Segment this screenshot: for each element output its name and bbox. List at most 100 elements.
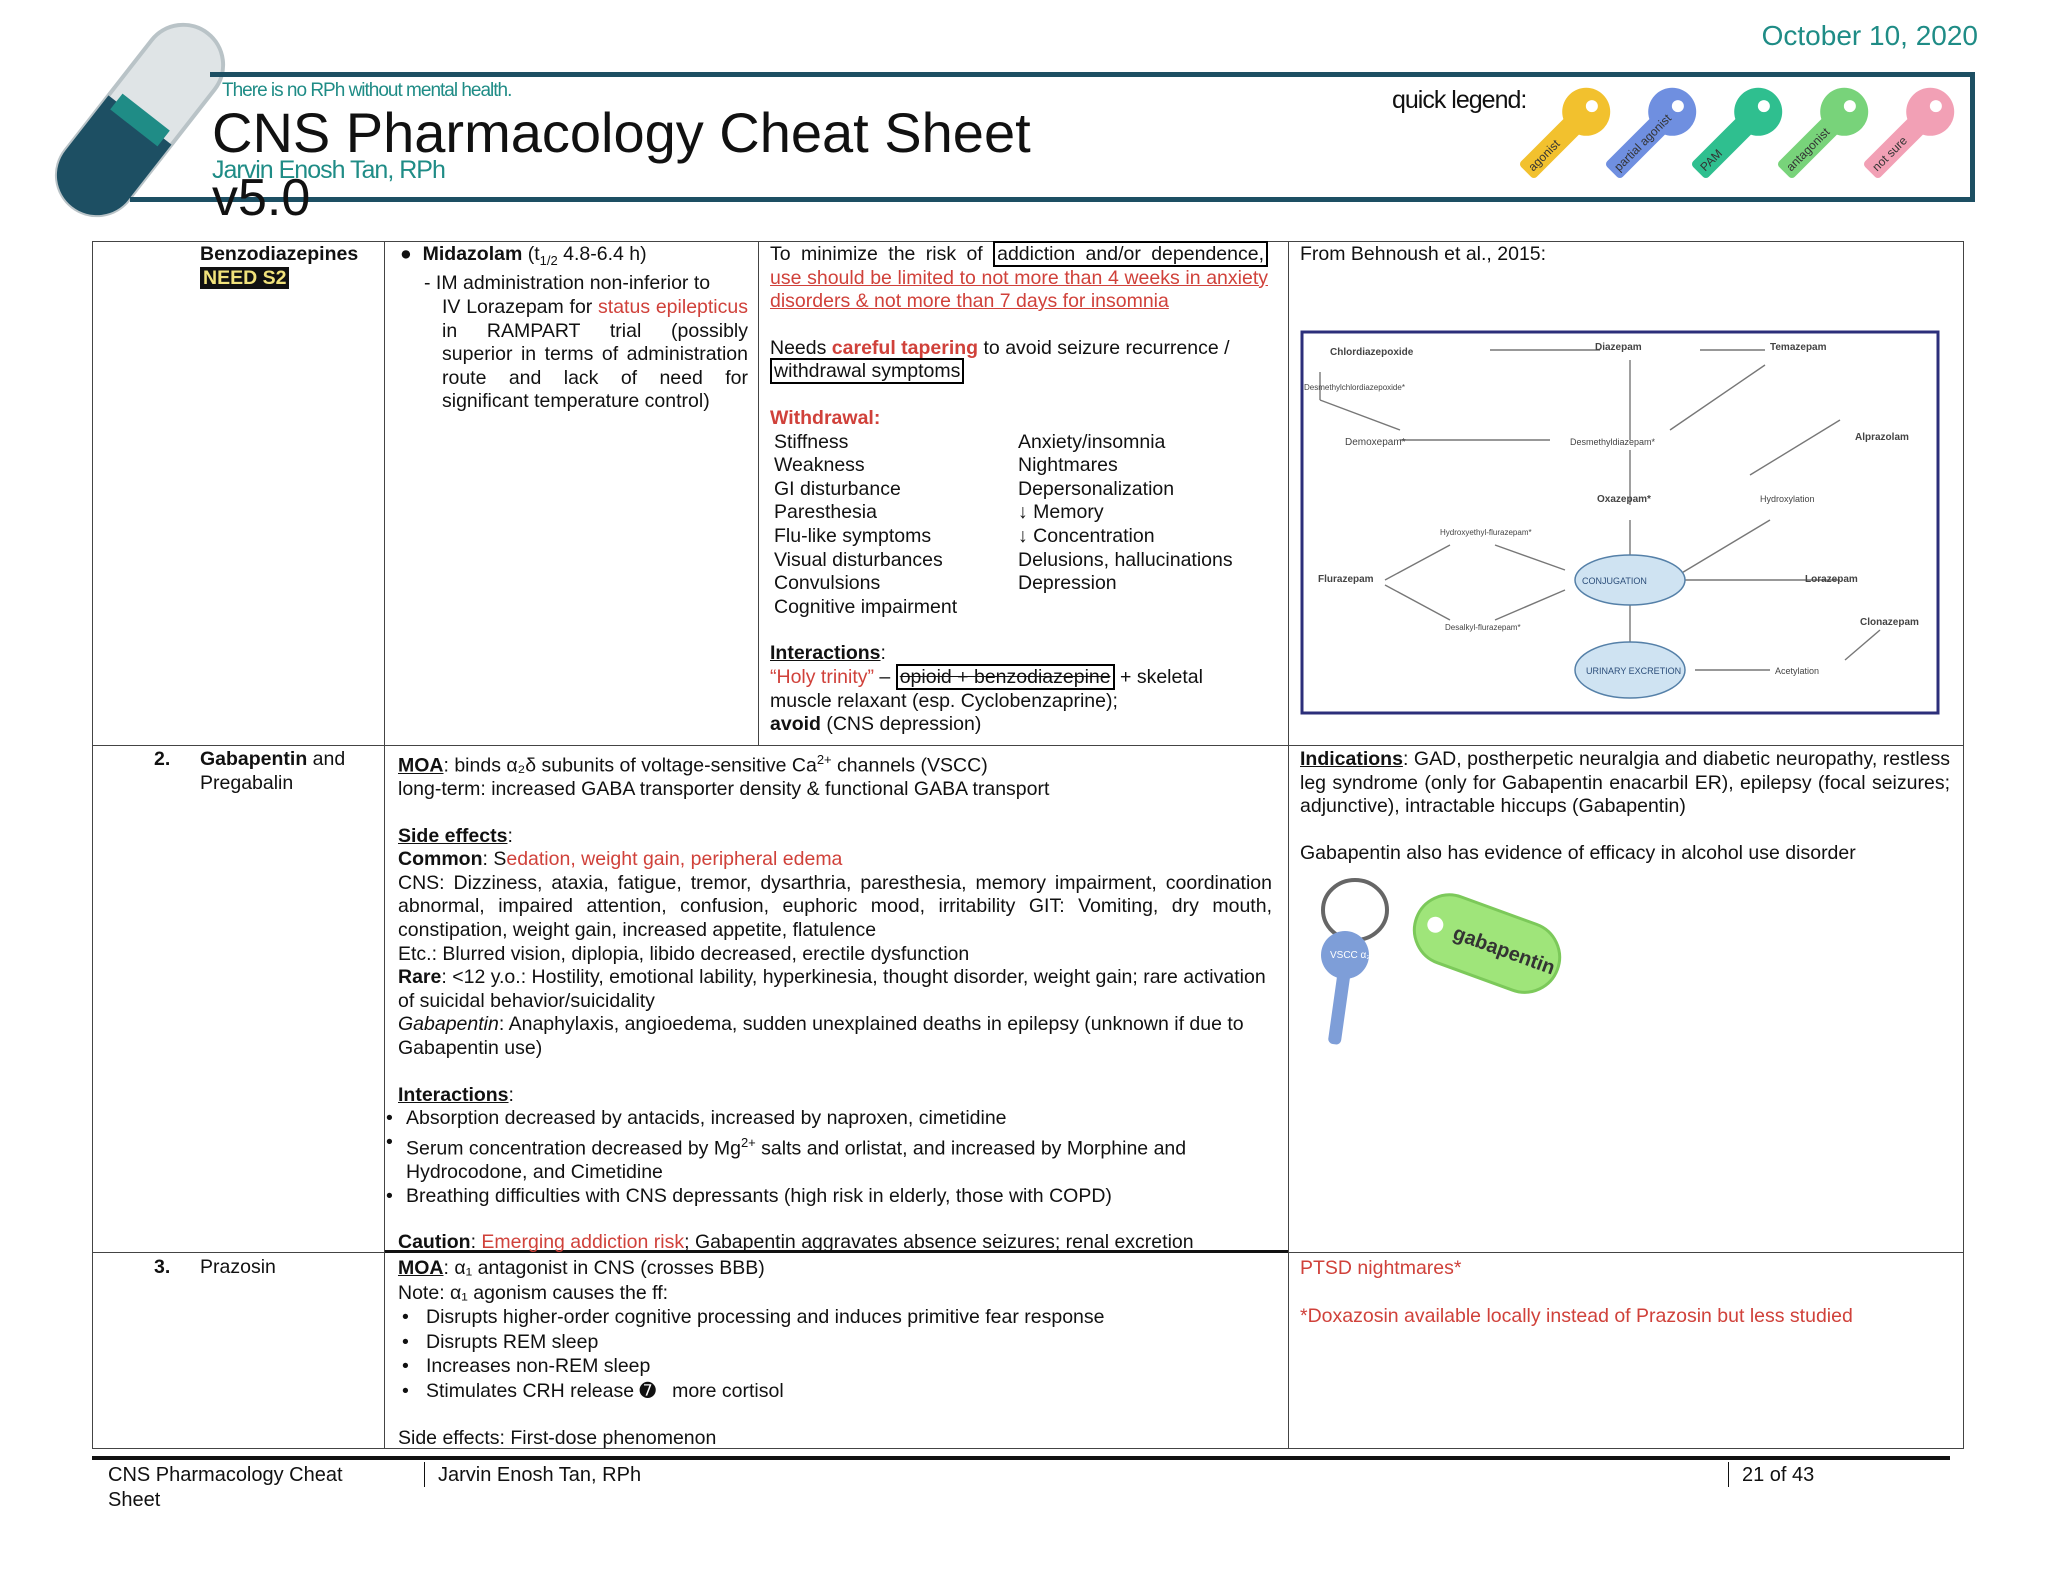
risk-pre: To minimize the risk of — [770, 243, 994, 265]
header-bottom-rule — [130, 197, 1975, 202]
half-life-sub: 1/2 — [539, 252, 558, 268]
taper-post: to avoid seizure recurrence / — [978, 336, 1230, 359]
diagram-node: Desmethyldiazepam* — [1570, 437, 1656, 447]
diagram-node: Demoxepam* — [1345, 437, 1406, 448]
page-number: 21 of 43 — [1742, 1464, 1815, 1486]
diagram-node: Flurazepam — [1318, 574, 1374, 585]
doxazosin-note: *Doxazosin available locally instead of … — [1300, 1304, 1853, 1327]
diagram-node: URINARY EXCRETION — [1586, 666, 1681, 676]
side-effects-label: Side effects — [398, 824, 508, 847]
table-left-border — [92, 241, 93, 1449]
diagram-node: Alprazolam — [1855, 432, 1909, 443]
row-divider-1 — [92, 745, 1964, 746]
col-divider-2 — [758, 241, 759, 745]
alpha1-note: Note: α₁ agonism causes the ff: — [398, 1281, 669, 1304]
moa-sup: 2+ — [816, 752, 832, 767]
rare-effects: : <12 y.o.: Hostility, emotional labilit… — [398, 966, 1266, 1012]
indications-text: : GAD, postherpetic neuralgia and diabet… — [1300, 748, 1950, 818]
withdrawal-item: Delusions, hallucinations — [1018, 548, 1233, 571]
caution-label: Caution — [398, 1231, 471, 1254]
taper-pre: Needs — [770, 336, 832, 359]
withdrawal-label: Withdrawal: — [770, 406, 881, 429]
note-status-epilepticus: status epilepticus — [598, 296, 748, 319]
withdrawal-item: Depression — [1018, 572, 1117, 595]
diagram-node: Acetylation — [1775, 666, 1819, 676]
careful-tapering: careful tapering — [831, 336, 979, 359]
row3-number: 3. — [154, 1256, 171, 1278]
note-a: IV Lorazepam for — [442, 296, 599, 319]
addiction-risk: Emerging addiction risk — [481, 1231, 685, 1254]
int2a: Serum concentration decreased by Mg — [406, 1137, 741, 1160]
col-divider-3 — [1288, 241, 1289, 1449]
row3-notes-cell: PTSD nightmares* *Doxazosin available lo… — [1300, 1256, 1950, 1328]
alpha1-effects-list: Disrupts higher-order cognitive processi… — [398, 1305, 1272, 1403]
header-top-rule — [210, 72, 1975, 77]
footer-rule — [92, 1456, 1950, 1460]
avoid-rest: (CNS depression) — [820, 713, 982, 736]
gabapentin-key-icon: gabapentin VSCC α₂δ — [1310, 870, 1580, 1060]
midazolam-note-lead: - IM administration non-inferior to — [424, 272, 711, 295]
interactions-label-2: Interactions — [398, 1083, 509, 1106]
footer-author: Jarvin Enosh Tan, RPh — [438, 1464, 642, 1486]
diagram-node: Desmethylchlordiazepoxide* — [1304, 383, 1405, 392]
table-bottom-border — [92, 1448, 1964, 1449]
common-s: : S — [482, 848, 507, 871]
avoid-bold: avoid — [770, 713, 821, 736]
half-life-pre: (t — [527, 243, 540, 265]
midazolam-name: Midazolam — [422, 243, 523, 265]
row1-use-cell: To minimize the risk of addiction and/or… — [770, 241, 1268, 736]
withdrawal-item: Stiffness — [774, 430, 849, 453]
withdrawal-list: Stiffness Weakness GI disturbance Parest… — [770, 431, 1268, 620]
withdrawal-item: Flu-like symptoms — [774, 524, 932, 547]
diagram-node: Lorazepam — [1805, 574, 1858, 585]
withdrawal-item: Visual disturbances — [774, 548, 943, 571]
rare-label: Rare — [398, 966, 442, 989]
moa-text-3: : α₁ antagonist in CNS (crosses BBB) — [443, 1257, 765, 1279]
version: v5.0 — [212, 169, 311, 227]
caution-rest: ; Gabapentin aggravates absence seizures… — [684, 1231, 1194, 1254]
holy-dash: – — [874, 665, 896, 688]
pill-logo — [40, 20, 240, 220]
legend-label: quick legend: — [1392, 86, 1527, 114]
alpha1-effect: Increases non-REM sleep — [398, 1354, 1272, 1379]
withdrawal-item: ↓ Concentration — [1018, 524, 1155, 547]
footer-divider-1 — [424, 1462, 425, 1487]
interaction-item: Absorption decreased by antacids, increa… — [382, 1107, 1272, 1131]
alpha1-effect: Stimulates CRH release ➐ more cortisol — [398, 1379, 1272, 1404]
risk-boxed: addiction and/or dependence, — [993, 241, 1268, 267]
pregabalin-drug: and Pregabalin — [200, 748, 346, 794]
row1-drug-cell: Benzodiazepines NEED S2 — [200, 243, 380, 290]
withdrawal-item: Anxiety/insomnia — [1018, 430, 1166, 453]
gabapentin-drug: Gabapentin — [200, 748, 308, 770]
row1-mech-cell: ● Midazolam (t1/2 4.8-6.4 h) - IM admini… — [394, 243, 748, 414]
footer-doc-title: CNS Pharmacology Cheat Sheet — [108, 1464, 343, 1511]
diagram-node: Temazepam — [1770, 342, 1827, 353]
legend-key-PAM: PAM — [1691, 87, 1783, 179]
withdrawal-item: Weakness — [774, 454, 865, 477]
int2b: salts and orlistat, and increased by Mor… — [406, 1137, 1187, 1183]
legend-key-partial-agonist: partial agonist — [1605, 87, 1697, 179]
alcohol-note: Gabapentin also has evidence of efficacy… — [1300, 841, 1856, 864]
table-right-border — [1963, 241, 1964, 1449]
interaction-item: Breathing difficulties with CNS depressa… — [382, 1185, 1272, 1209]
row1-notes-cell: From Behnoush et al., 2015: — [1300, 243, 1950, 267]
withdrawal-item: Paresthesia — [774, 501, 877, 524]
diagram-node: Hydroxyethyl-flurazepam* — [1440, 528, 1532, 537]
note-b: in RAMPART trial (possibly superior in t… — [442, 319, 748, 413]
author: Jarvin Enosh Tan, RPh — [212, 156, 446, 184]
diagram-node: Clonazepam — [1860, 617, 1919, 628]
withdrawal-symptoms-boxed: withdrawal symptoms — [770, 358, 965, 385]
withdrawal-item: Convulsions — [774, 572, 881, 595]
int2sup: 2+ — [740, 1134, 756, 1150]
alpha1-effect: Disrupts REM sleep — [398, 1330, 1272, 1355]
half-life-post: 4.8-6.4 h) — [557, 243, 647, 265]
moa-text-b: channels (VSCC) — [831, 754, 988, 777]
need-s2-badge: NEED S2 — [200, 266, 290, 289]
withdrawal-item: Nightmares — [1018, 454, 1118, 477]
row2-mech-cell: MOA: binds α₂δ subunits of voltage-sensi… — [386, 748, 1272, 1255]
interactions-label: Interactions — [770, 642, 881, 665]
cns-effects: CNS: Dizziness, ataxia, fatigue, tremor,… — [398, 871, 1272, 942]
diagram-node: Hydroxylation — [1760, 494, 1815, 504]
row3-mech-cell: MOA: α₁ antagonist in CNS (crosses BBB) … — [398, 1256, 1272, 1451]
